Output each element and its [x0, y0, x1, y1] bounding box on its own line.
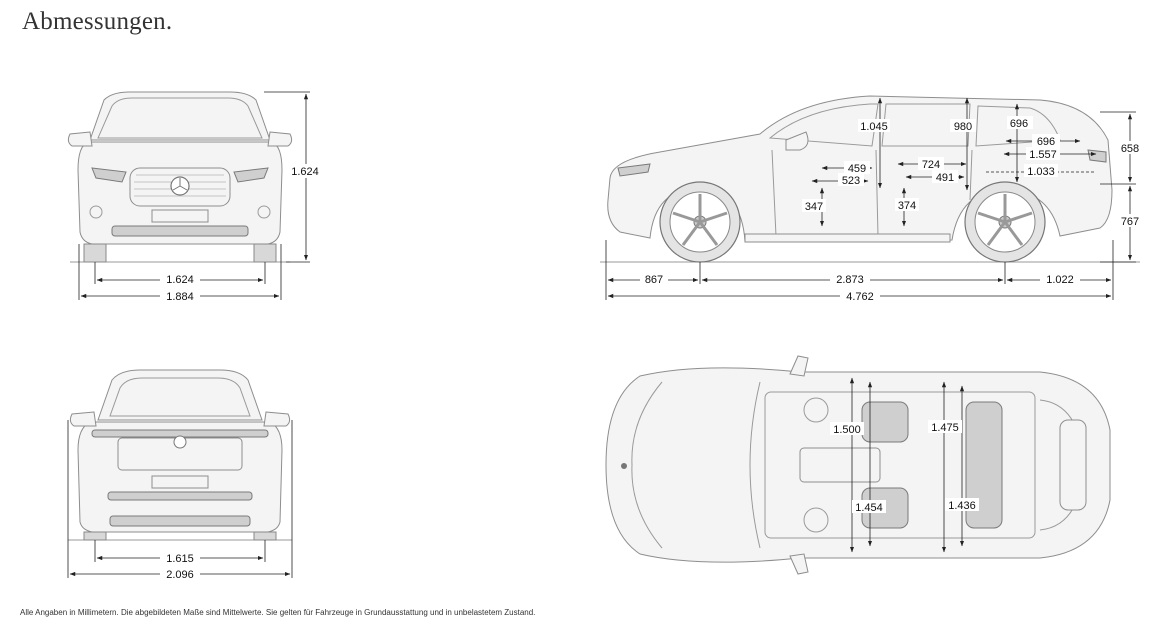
footnote: Alle Angaben in Millimetern. Die abgebil…: [20, 608, 536, 617]
elbow-rear-label: 1.436: [948, 500, 976, 512]
page-title: Abmessungen.: [22, 8, 173, 35]
rear-view-drawing: 1.615 2.096: [67, 369, 293, 581]
legroom-front-a-label: 459: [848, 163, 866, 175]
rear-overhang-label: 1.022: [1046, 274, 1074, 286]
boot-length-2-label: 1.033: [1027, 166, 1055, 178]
rear-height-upper-label: 658: [1121, 143, 1139, 155]
boot-length-1-label: 1.557: [1029, 149, 1057, 161]
top-view-drawing: 1.500 1.475 1.454 1.436: [605, 355, 1111, 575]
legroom-front-b-label: 523: [842, 175, 860, 187]
seat-height-front-label: 347: [805, 201, 823, 213]
front-overhang-label: 867: [645, 274, 663, 286]
side-view-drawing: 1.045 980 696 696 1.557 1.033 459 523 72…: [600, 95, 1143, 303]
headroom-rear-label: 980: [954, 121, 972, 133]
rear-width-label: 2.096: [166, 569, 194, 581]
shoulder-front-label: 1.500: [833, 424, 861, 436]
front-height-label: 1.624: [291, 166, 319, 178]
seat-height-rear-label: 374: [898, 200, 916, 212]
boot-depth-top-label: 696: [1037, 136, 1055, 148]
boot-height-label: 696: [1010, 118, 1028, 130]
legroom-rear-a-label: 724: [922, 159, 940, 171]
rear-track-label: 1.615: [166, 553, 194, 565]
front-track-label: 1.624: [166, 274, 194, 286]
elbow-front-label: 1.454: [855, 502, 883, 514]
wheelbase-label: 2.873: [836, 274, 864, 286]
front-view-drawing: 1.624 1.624 1.884: [67, 91, 322, 303]
rear-height-lower-label: 767: [1121, 216, 1139, 228]
legroom-rear-b-label: 491: [936, 172, 954, 184]
shoulder-rear-label: 1.475: [931, 422, 959, 434]
headroom-front-label: 1.045: [860, 121, 888, 133]
length-label: 4.762: [846, 291, 874, 303]
front-width-label: 1.884: [166, 291, 194, 303]
